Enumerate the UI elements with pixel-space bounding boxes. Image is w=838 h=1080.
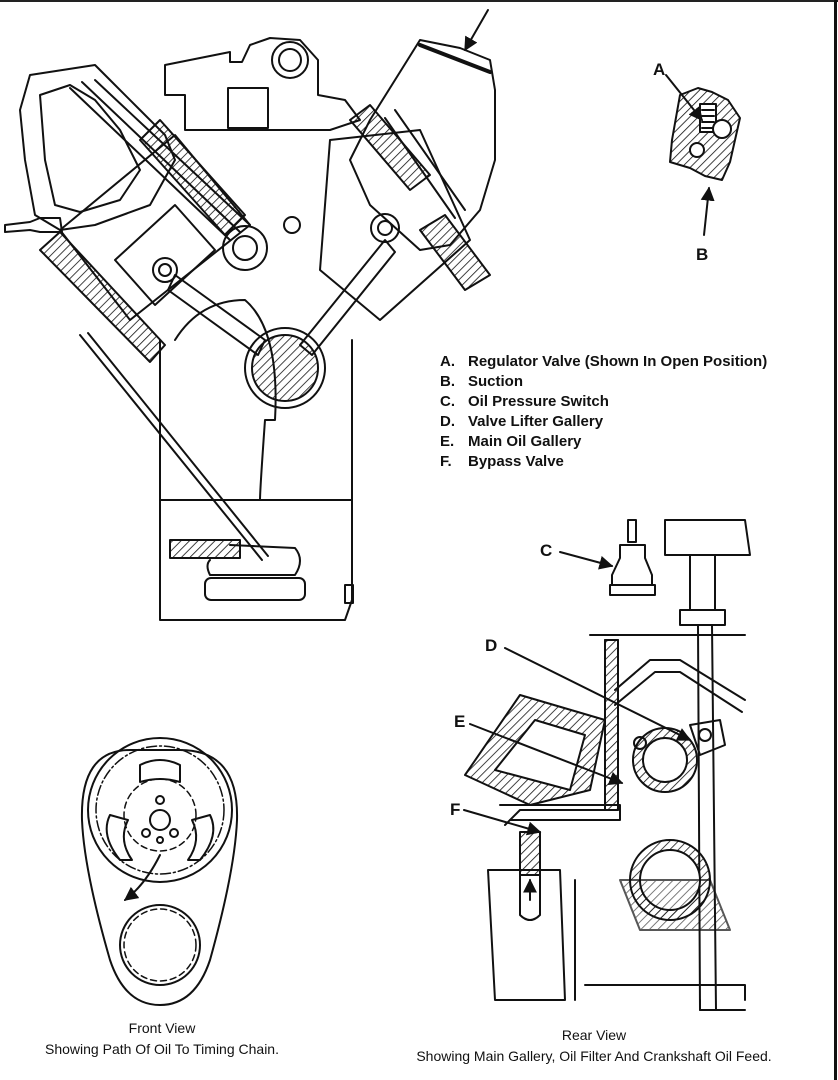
rear-view-caption: Rear View Showing Main Gallery, Oil Filt…	[350, 1025, 838, 1067]
rear-view-title: Rear View	[561, 1027, 627, 1043]
legend-item: B.Suction	[440, 373, 523, 390]
figure-legend: A.Regulator Valve (Shown In Open Positio…	[440, 352, 767, 472]
legend-item: D.Valve Lifter Gallery	[440, 413, 604, 430]
legend-item: A.Regulator Valve (Shown In Open Positio…	[440, 353, 768, 370]
front-view-title: Front View	[128, 1020, 196, 1036]
legend-item: E.Main Oil Gallery	[440, 433, 582, 450]
callout-a: A	[653, 60, 666, 79]
callout-b: B	[696, 245, 709, 264]
legend-item: C.Oil Pressure Switch	[440, 393, 609, 410]
legend-item: F.Bypass Valve	[440, 453, 564, 470]
page-top-border	[0, 0, 838, 2]
timing-chain-front-view	[80, 737, 239, 1006]
front-view-caption: Front View Showing Path Of Oil To Timing…	[0, 1018, 324, 1060]
callout-f: F	[450, 800, 461, 819]
engine-cross-section	[4, 9, 496, 621]
callout-d: D	[485, 636, 498, 655]
front-view-subtitle: Showing Path Of Oil To Timing Chain.	[45, 1041, 279, 1057]
callout-c: C	[540, 541, 553, 560]
rear-view-subtitle: Showing Main Gallery, Oil Filter And Cra…	[416, 1048, 772, 1064]
rear-view-section	[463, 519, 751, 1011]
callout-e: E	[454, 712, 466, 731]
regulator-valve-detail	[665, 74, 741, 236]
page-right-border	[834, 0, 837, 1080]
